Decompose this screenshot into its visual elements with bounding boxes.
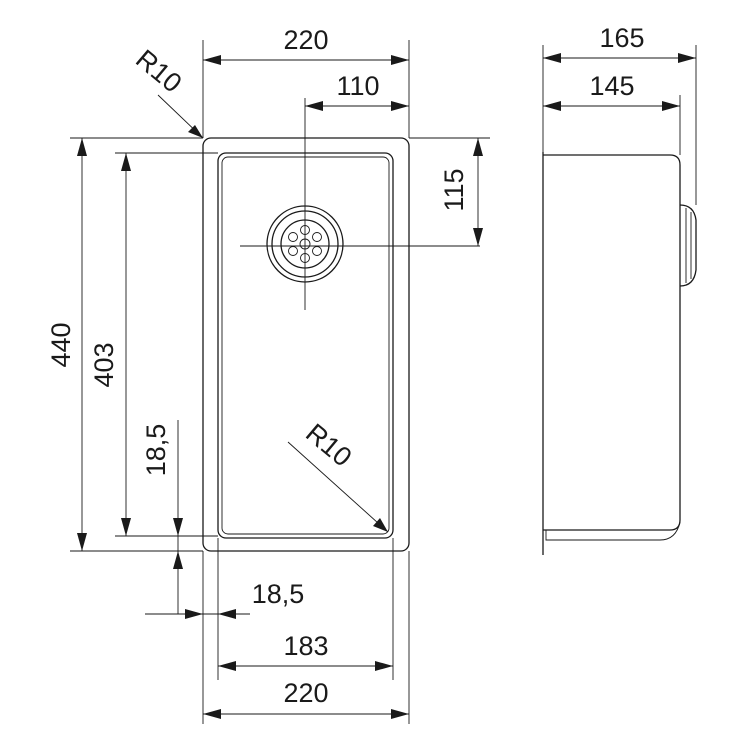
dim-top-width: 220: [283, 25, 328, 55]
side-view: [542, 152, 697, 555]
dim-outer-length: 440: [46, 322, 76, 367]
dim-bottom-width: 220: [283, 678, 328, 708]
dim-total-depth: 165: [599, 23, 644, 53]
sink-side-profile: [543, 154, 681, 531]
dim-bowl-depth: 145: [589, 71, 634, 101]
sink-inner-bowl: [217, 152, 394, 539]
dim-inner-length: 403: [89, 342, 119, 387]
top-view: [202, 98, 480, 552]
sink-outer-rim: [202, 137, 410, 552]
dim-inner-width: 183: [283, 631, 328, 661]
dim-radius-outer: R10: [130, 44, 187, 99]
dim-drain-offset-y: 115: [439, 168, 469, 211]
sink-inner-bowl-edge: [221, 156, 390, 535]
dim-drain-offset-x: 110: [336, 71, 379, 101]
drain-icon: [240, 98, 480, 310]
dim-rim-side: 18,5: [252, 579, 305, 609]
dimensions: [70, 40, 697, 724]
dimension-labels: 220 110 115 R10 R10 440 403 18,5 18,5 18…: [46, 23, 645, 708]
dim-rim-bottom: 18,5: [141, 424, 171, 477]
dim-radius-inner: R10: [300, 418, 357, 473]
drain-outlet-icon: [679, 204, 697, 287]
